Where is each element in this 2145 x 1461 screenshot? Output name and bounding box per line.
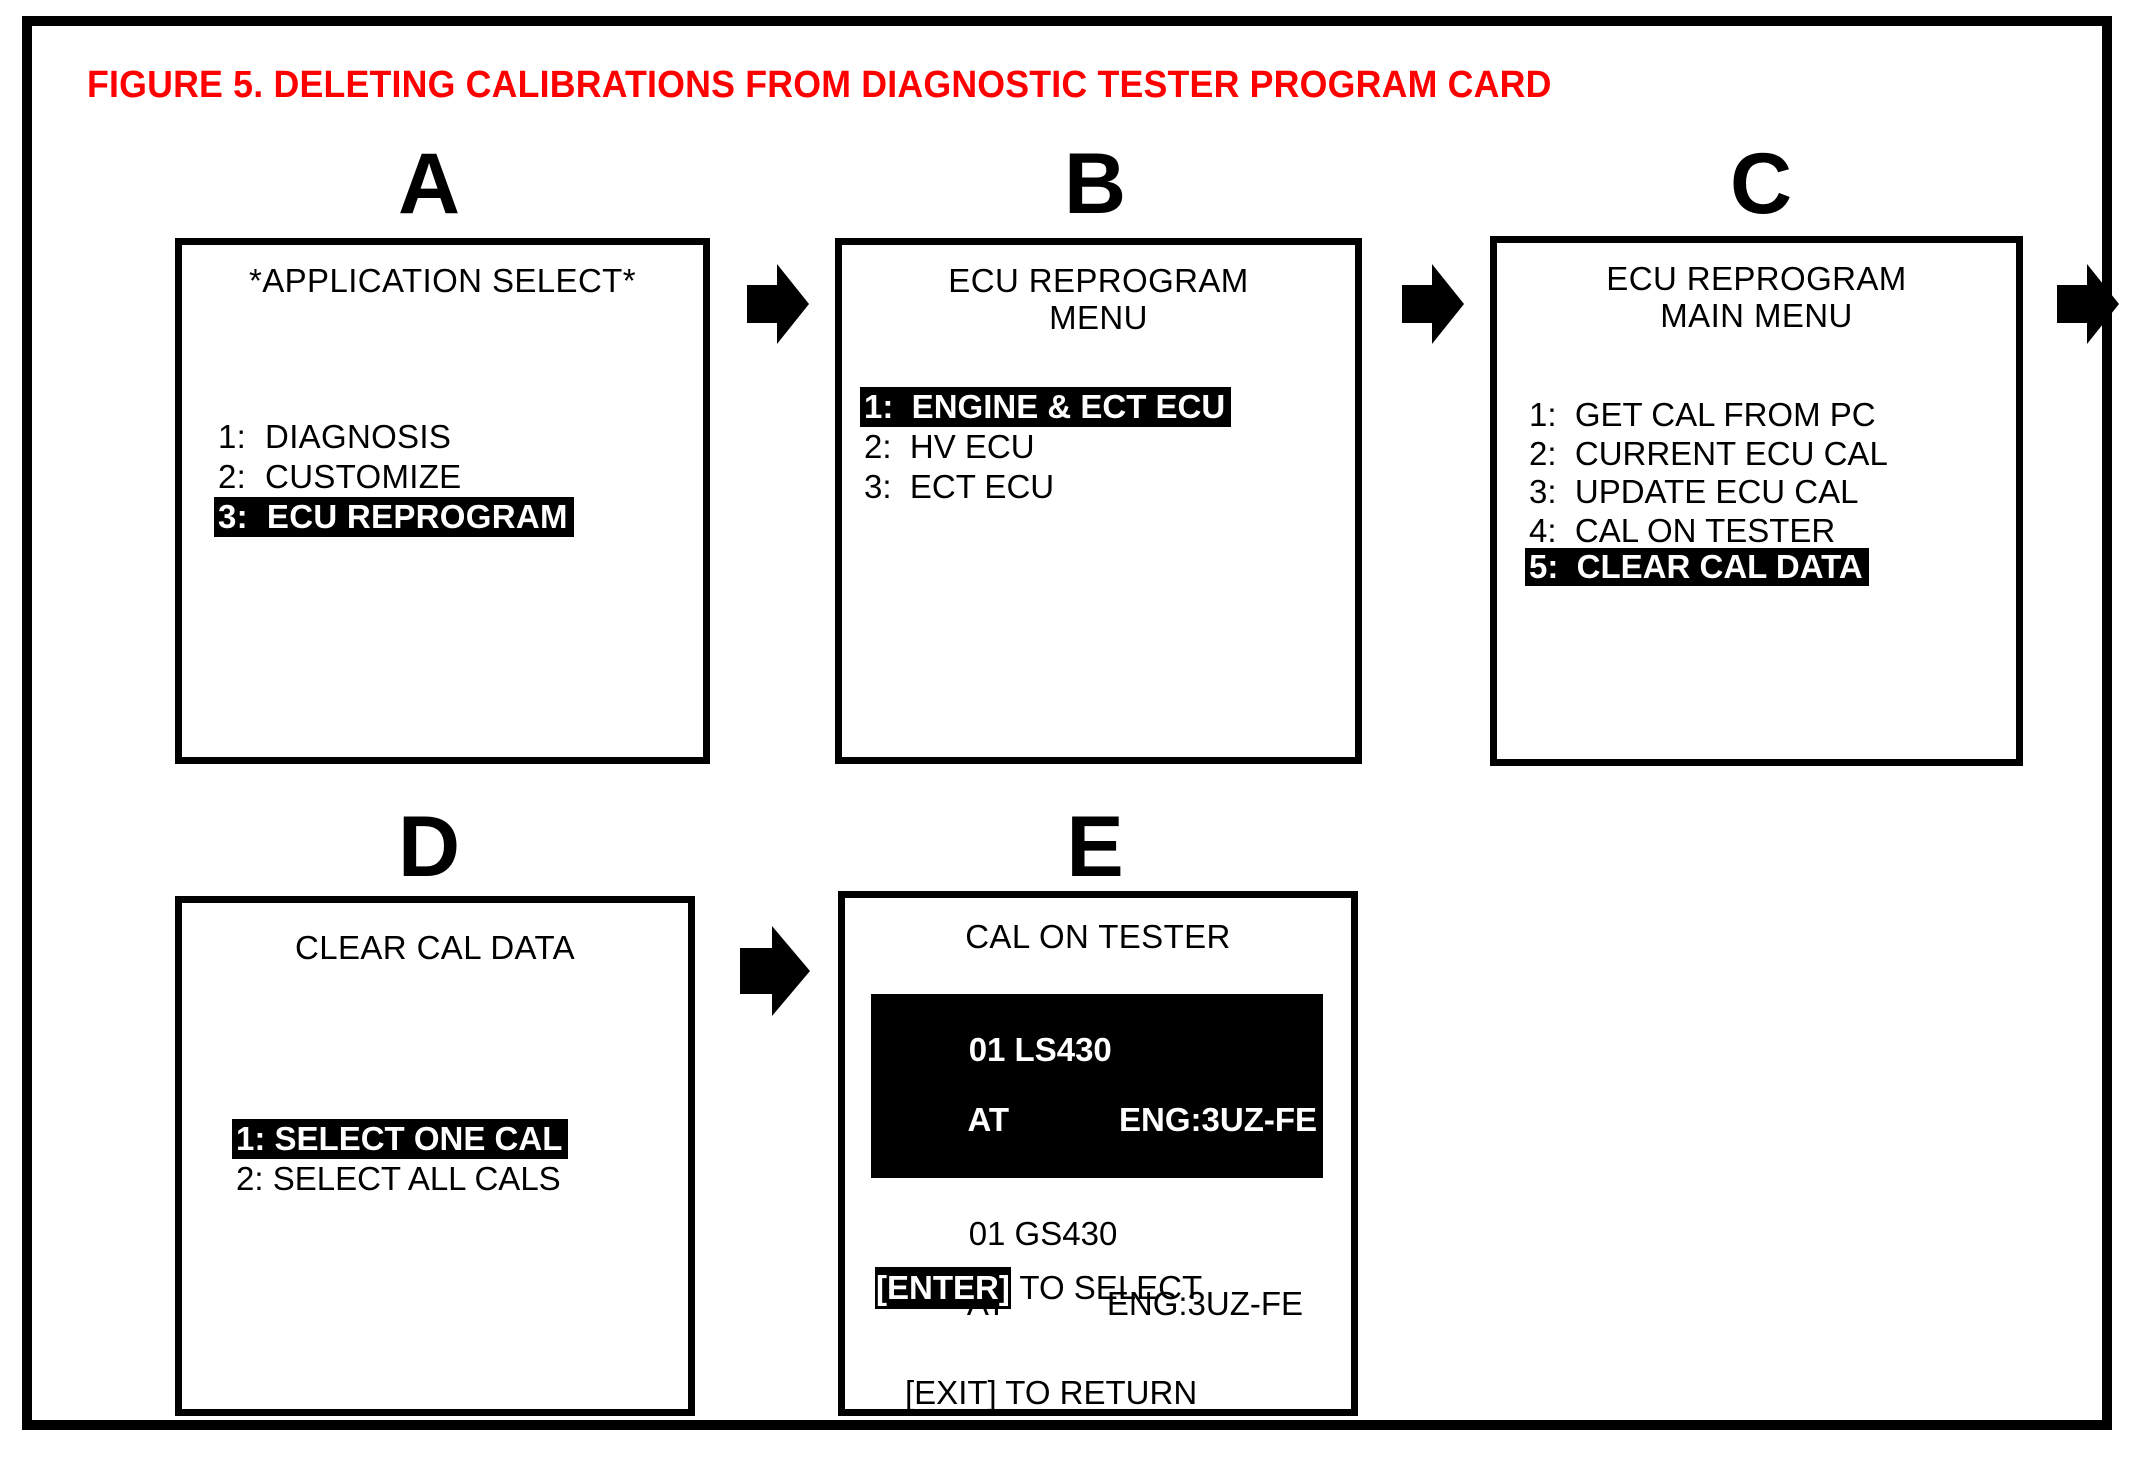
exit-key-label[interactable]: [EXIT] [905,1373,997,1411]
menu-item-select-all-cals[interactable]: 2: SELECT ALL CALS [236,1160,561,1197]
menu-item-diagnosis[interactable]: 1: DIAGNOSIS [218,418,452,455]
arrow-b-to-c-icon [1380,252,1470,357]
menu-item-cal-on-tester[interactable]: 4: CAL ON TESTER [1529,512,1836,550]
cal-entry-gs430-line1: 01 GS430 [968,1214,1118,1252]
panel-letter-e: E [1066,799,1124,895]
menu-item-current-ecu-cal[interactable]: 2: CURRENT ECU CAL [1529,434,1888,472]
menu-item-select-one-cal[interactable]: 1: SELECT ONE CAL [232,1119,569,1159]
cal-entry-gs430-line2: AT ENG:3UZ-FE [966,1284,1304,1322]
cal-entry-ls430-line1: 01 LS430 [968,1030,1112,1068]
arrow-a-to-b-icon [725,252,815,357]
screen-b-menu: 1: ENGINE & ECT ECU 2: HV ECU 3: ECT ECU [860,387,1232,507]
screen-a-menu: 1: DIAGNOSIS 2: CUSTOMIZE 3: ECU REPROGR… [214,417,574,537]
screen-c-title: ECU REPROGRAM MAIN MENU [1606,260,1907,335]
cal-entry-ls430-line2: AT ENG:3UZ-FE [967,1100,1318,1138]
cal-entry-gs430[interactable]: 01 GS430 AT ENG:3UZ-FE [871,1178,1309,1362]
screen-panel-a: *APPLICATION SELECT* 1: DIAGNOSIS 2: CUS… [175,238,710,764]
exit-action-text: TO RETURN [996,1373,1198,1411]
menu-item-engine-ect-ecu[interactable]: 1: ENGINE & ECT ECU [860,387,1232,427]
menu-item-ecu-reprogram[interactable]: 3: ECU REPROGRAM [214,497,574,537]
menu-item-hv-ecu[interactable]: 2: HV ECU [864,428,1035,465]
panel-letter-d: D [397,799,461,895]
menu-item-clear-cal-data[interactable]: 5: CLEAR CAL DATA [1525,547,1869,587]
panel-letter-c: C [1729,136,1793,232]
screen-c-menu: 1: GET CAL FROM PC 2: CURRENT ECU CAL 3:… [1525,396,1894,587]
screen-panel-c: ECU REPROGRAM MAIN MENU 1: GET CAL FROM … [1490,236,2023,766]
cal-entry-ls430[interactable]: 01 LS430 AT ENG:3UZ-FE [871,994,1324,1178]
screen-panel-d: CLEAR CAL DATA 1: SELECT ONE CAL 2: SELE… [175,896,695,1416]
screen-d-menu: 1: SELECT ONE CAL 2: SELECT ALL CALS [232,1119,569,1199]
screen-e-title: CAL ON TESTER [965,918,1231,955]
arrow-c-to-next-icon [2035,252,2125,357]
menu-item-update-ecu-cal[interactable]: 3: UPDATE ECU CAL [1529,473,1859,511]
arrow-d-to-e-icon [720,916,820,1026]
enter-key-label[interactable]: [ENTER] [875,1266,1011,1309]
screen-a-title: *APPLICATION SELECT* [248,262,636,299]
panel-letter-b: B [1063,136,1127,232]
figure-title: FIGURE 5. DELETING CALIBRATIONS FROM DIA… [87,64,1552,106]
screen-e-cal-list: 01 LS430 AT ENG:3UZ-FE 01 GS430 AT ENG:3… [871,994,1324,1362]
menu-item-ect-ecu[interactable]: 3: ECT ECU [864,468,1055,505]
enter-action-text: TO SELECT [1010,1268,1203,1306]
screen-e-footer: [ENTER] TO SELECT [EXIT] TO RETURN [871,1201,1202,1461]
menu-item-customize[interactable]: 2: CUSTOMIZE [218,458,462,495]
screen-panel-e: CAL ON TESTER 01 LS430 AT ENG:3UZ-FE 01 … [838,891,1358,1416]
screen-b-title: ECU REPROGRAM MENU [948,262,1249,337]
footer-exit-line: [EXIT] TO RETURN [871,1373,1202,1411]
screen-panel-b: ECU REPROGRAM MENU 1: ENGINE & ECT ECU 2… [835,238,1362,764]
menu-item-get-cal-from-pc[interactable]: 1: GET CAL FROM PC [1529,396,1876,433]
footer-enter-line: [ENTER] TO SELECT [871,1266,1203,1309]
screen-d-title: CLEAR CAL DATA [294,929,576,966]
figure-frame: FIGURE 5. DELETING CALIBRATIONS FROM DIA… [22,16,2119,1430]
panel-letter-a: A [397,136,461,232]
